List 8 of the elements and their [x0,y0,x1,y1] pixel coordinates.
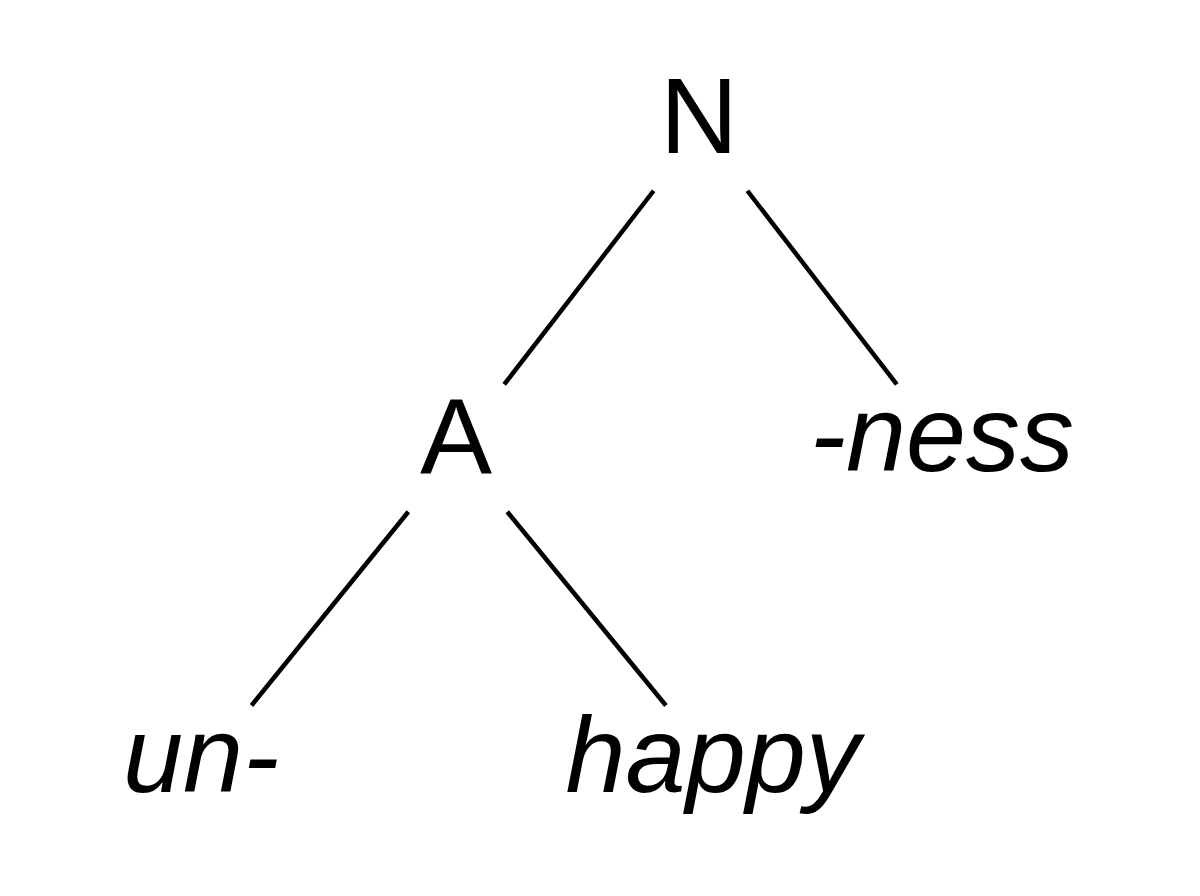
node-text: N [660,55,738,177]
node-text: -ness [810,373,1075,495]
connector [502,189,656,386]
connector [249,510,411,707]
connector [505,510,668,707]
node-text: un- [123,694,280,816]
connector [745,189,899,386]
node-text: A [420,376,493,498]
